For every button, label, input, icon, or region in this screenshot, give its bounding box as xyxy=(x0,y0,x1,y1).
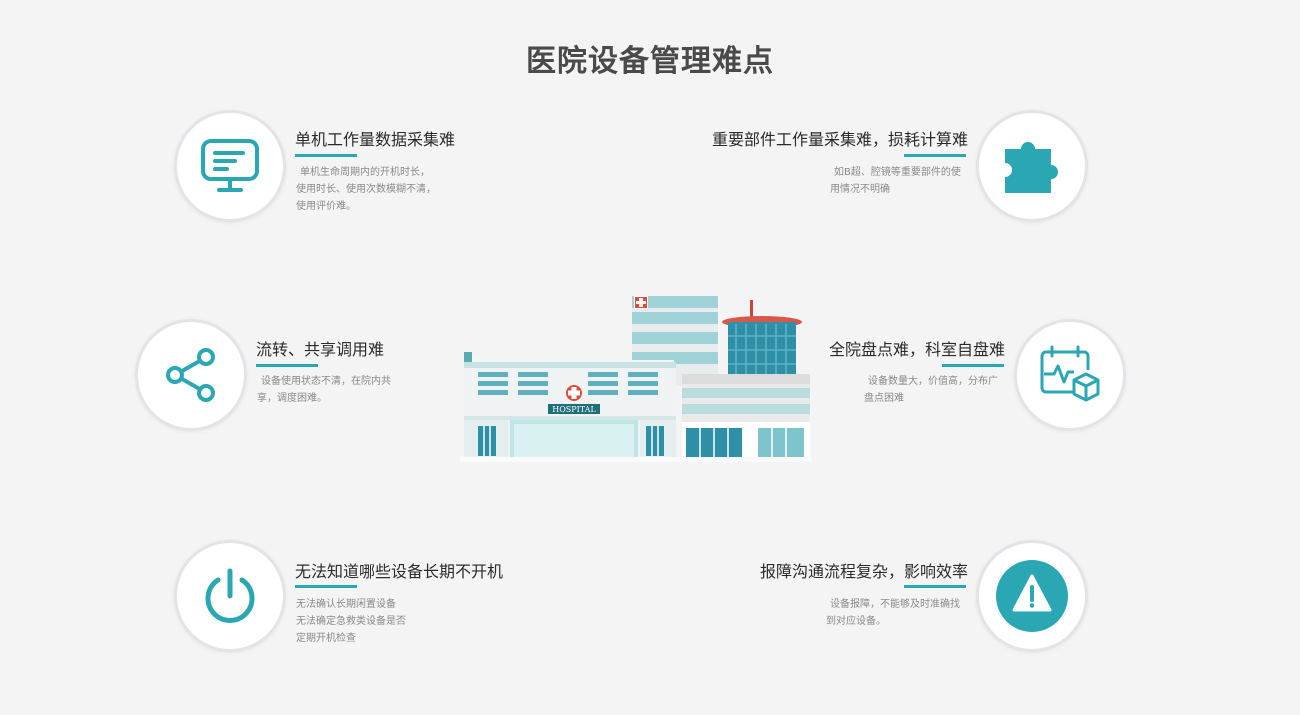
title-underline xyxy=(904,585,966,588)
item-title: 单机工作量数据采集难 xyxy=(295,130,456,149)
item-description: 设备数量大，价值高，分布广 盘点困难 xyxy=(864,373,998,407)
item-title: 全院盘点难，科室自盘难 xyxy=(828,340,1005,359)
calendar-cube-icon xyxy=(1040,345,1100,402)
share-icon xyxy=(166,348,215,402)
puzzle-icon-circle xyxy=(976,110,1088,222)
desc-line: 无法确定急救类设备是否 xyxy=(296,616,406,627)
desc-line: 单机生命周期内的开机时长， xyxy=(300,167,430,178)
warning-icon-circle xyxy=(976,540,1088,652)
desc-line: 如B超、腔镜等重要部件的使 xyxy=(834,167,961,178)
desc-line: 设备报障，不能够及时准确找 xyxy=(830,599,960,610)
desc-line: 设备数量大，价值高，分布广 xyxy=(868,376,998,387)
item-description: 单机生命周期内的开机时长， 使用时长、使用次数模糊不清， 使用评价难。 xyxy=(296,164,436,215)
desc-line: 盘点困难 xyxy=(864,393,904,404)
title-underline xyxy=(904,154,966,157)
desc-line: 使用时长、使用次数模糊不清， xyxy=(296,184,436,195)
desc-line: 设备使用状态不清，在院内共 xyxy=(261,376,391,387)
hospital-sign: HOSPITAL xyxy=(552,405,596,414)
calendar-cube-icon-circle xyxy=(1014,319,1126,431)
item-description: 设备使用状态不清，在院内共 享，调度困难。 xyxy=(257,373,391,407)
item-description: 如B超、腔镜等重要部件的使 用情况不明确 xyxy=(830,164,961,198)
item-title: 无法知道哪些设备长期不开机 xyxy=(295,562,504,581)
desc-line: 无法确认长期闲置设备 xyxy=(296,599,396,610)
title-underline xyxy=(256,364,318,367)
desc-line: 使用评价难。 xyxy=(296,201,356,212)
page-title: 医院设备管理难点 xyxy=(526,44,774,79)
monitor-icon-circle xyxy=(174,110,286,222)
item-title: 报障沟通流程复杂，影响效率 xyxy=(759,562,968,581)
power-icon xyxy=(205,568,255,623)
title-underline xyxy=(942,364,1004,367)
desc-line: 享，调度困难。 xyxy=(257,393,327,404)
warning-icon xyxy=(996,560,1068,632)
title-underline xyxy=(295,585,357,588)
hospital-illustration: HOSPITAL xyxy=(460,296,812,462)
power-icon-circle xyxy=(174,540,286,652)
title-underline xyxy=(295,154,357,157)
desc-line: 到对应设备。 xyxy=(826,616,886,627)
item-title: 流转、共享调用难 xyxy=(256,340,385,359)
puzzle-icon xyxy=(1005,142,1058,193)
share-icon-circle xyxy=(135,319,247,431)
item-description: 设备报障，不能够及时准确找 到对应设备。 xyxy=(826,596,960,630)
desc-line: 用情况不明确 xyxy=(830,184,890,195)
monitor-icon xyxy=(201,139,259,192)
item-description: 无法确认长期闲置设备 无法确定急救类设备是否 定期开机检查 xyxy=(296,596,406,647)
desc-line: 定期开机检查 xyxy=(296,633,356,644)
item-title: 重要部件工作量采集难，损耗计算难 xyxy=(711,130,968,149)
